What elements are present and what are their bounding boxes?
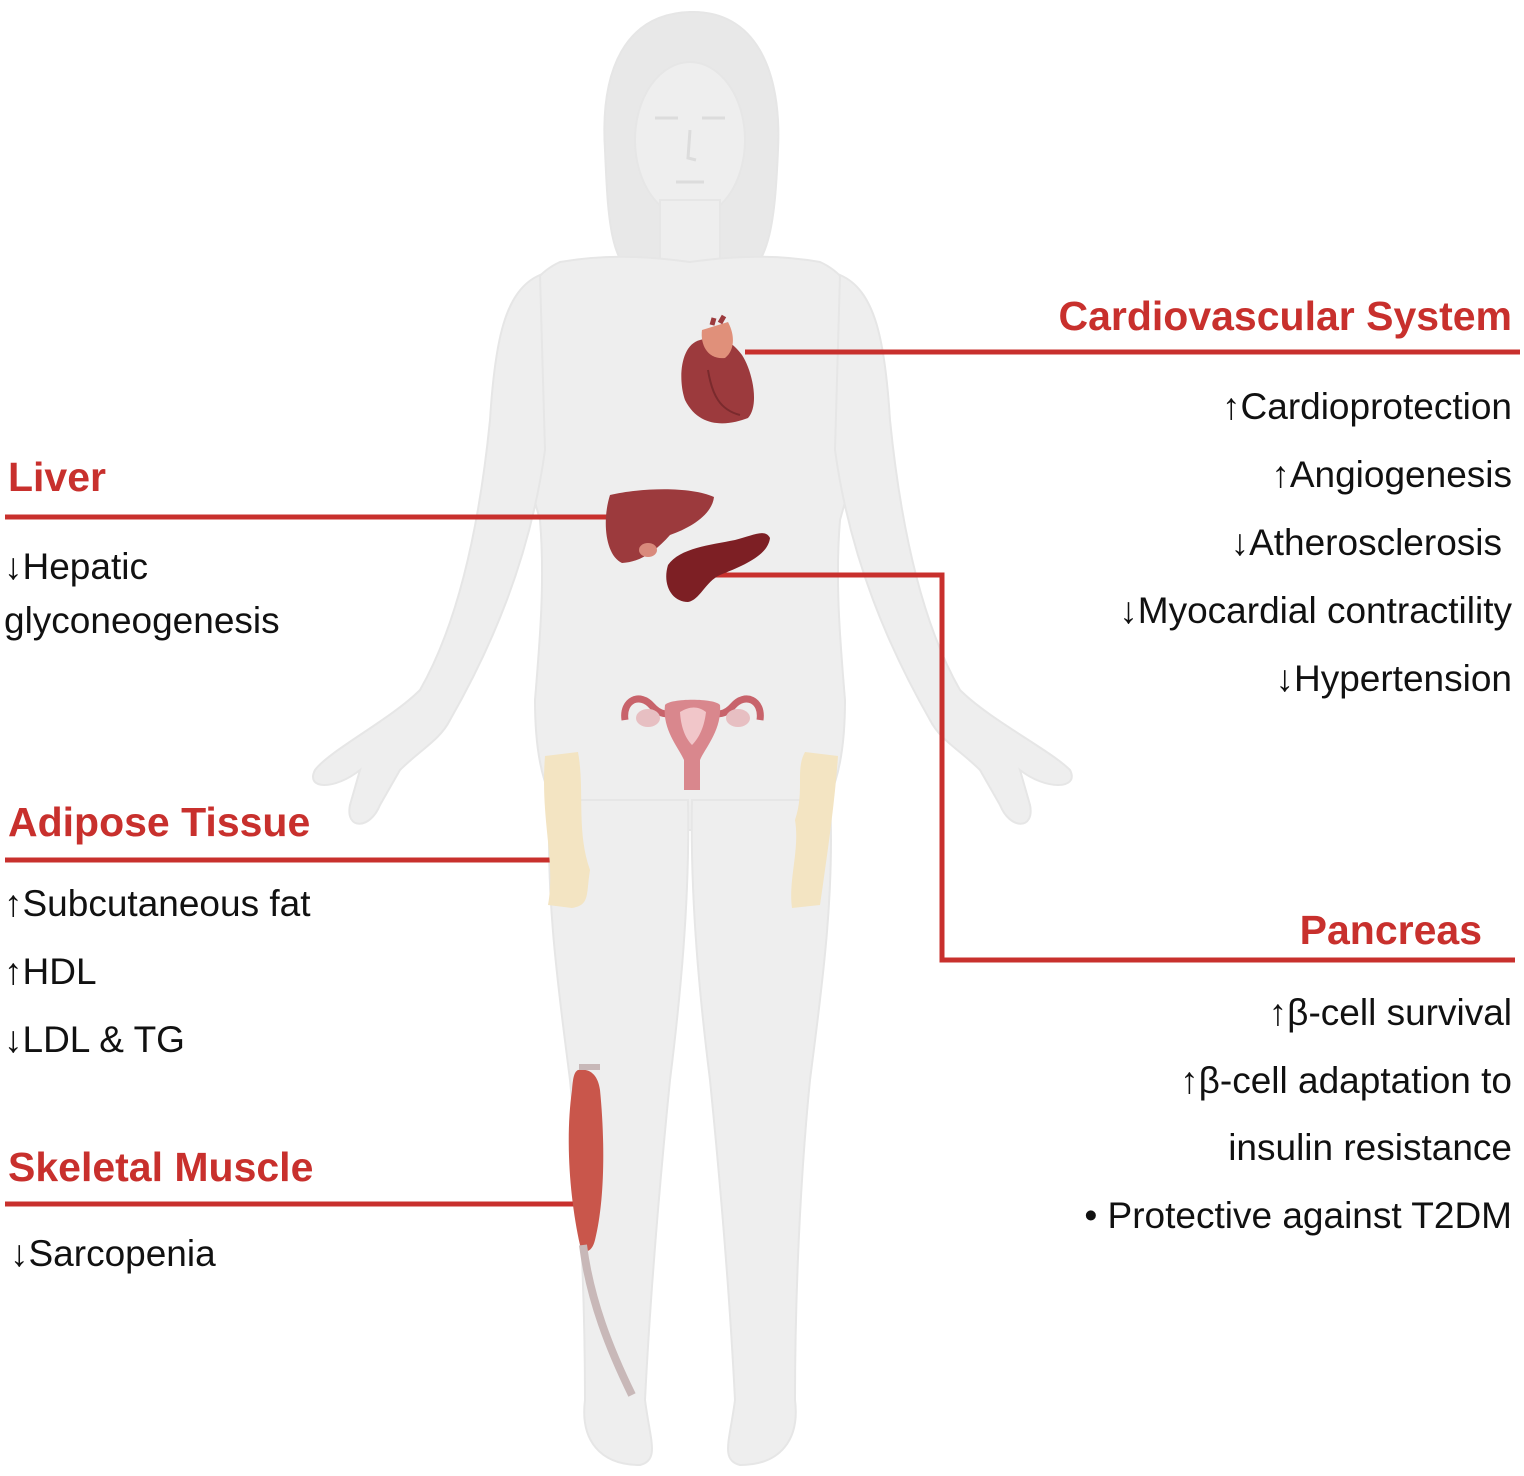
liver-icon xyxy=(605,489,714,563)
muscle-item-1: ↓Sarcopenia xyxy=(10,1233,216,1274)
cardiovascular-item-1: ↑Cardioprotection xyxy=(1222,386,1512,427)
liver-heading: Liver xyxy=(8,454,106,500)
adipose-item-3: ↓LDL & TG xyxy=(4,1019,185,1060)
cardiovascular-item-3: ↓Atherosclerosis xyxy=(1230,522,1502,563)
adipose-item-2: ↑HDL xyxy=(4,951,97,992)
muscle-heading: Skeletal Muscle xyxy=(8,1144,314,1190)
adipose-icon xyxy=(544,752,838,908)
cardiovascular-item-4: ↓Myocardial contractility xyxy=(1119,590,1512,631)
pancreas-heading: Pancreas xyxy=(1299,907,1482,953)
face-features xyxy=(655,116,725,184)
cardiovascular-heading: Cardiovascular System xyxy=(1058,293,1512,339)
pancreas-connector xyxy=(705,572,1515,963)
connector-lines xyxy=(5,349,1520,1207)
cardiovascular-item-5: ↓Hypertension xyxy=(1275,658,1512,699)
pancreas-item-4: • Protective against T2DM xyxy=(1084,1195,1512,1236)
cardiovascular-item-2: ↑Angiogenesis xyxy=(1271,454,1512,495)
pancreas-item-3: insulin resistance xyxy=(1228,1127,1512,1168)
heart-icon xyxy=(681,314,755,424)
adipose-heading: Adipose Tissue xyxy=(8,799,311,845)
muscle-icon xyxy=(568,1064,636,1397)
human-body-silhouette xyxy=(312,10,1073,1467)
uterus-icon xyxy=(621,695,764,790)
pancreas-item-1: ↑β-cell survival xyxy=(1268,992,1512,1033)
pancreas-item-2: ↑β-cell adaptation to xyxy=(1180,1060,1512,1101)
liver-item-1: ↓Hepatic xyxy=(4,546,148,587)
liver-item-2: glyconeogenesis xyxy=(4,600,280,641)
pancreas-icon xyxy=(666,533,770,602)
adipose-item-1: ↑Subcutaneous fat xyxy=(4,883,311,924)
